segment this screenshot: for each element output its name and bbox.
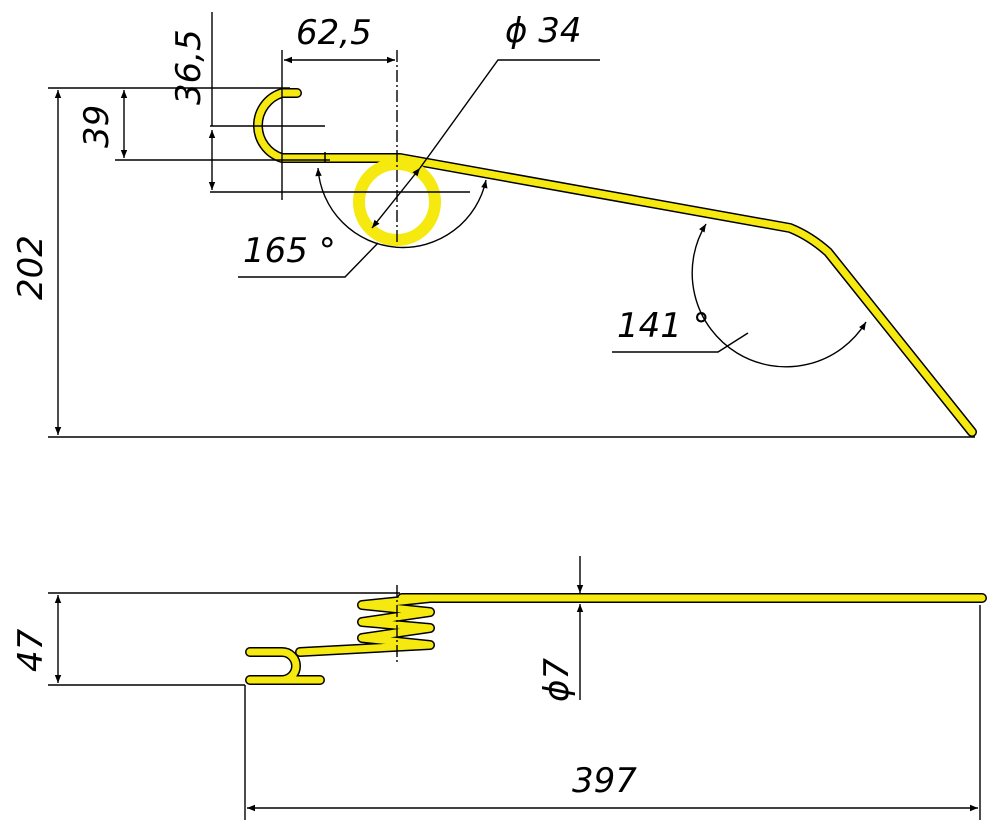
diameter-34-leader [419, 59, 600, 169]
dimension-36-5-label: 36,5 [169, 29, 209, 105]
dimension-diameter-34-label: ϕ 34 [505, 11, 582, 51]
side-view: 202 39 36,5 62,5 ϕ 34 165 ° 141 ° [11, 11, 977, 438]
dimension-397-label: 397 [572, 761, 637, 801]
dimension-39-label: 39 [77, 105, 117, 148]
angle-141-label: 141 ° [617, 306, 710, 346]
angle-165-label: 165 ° [243, 231, 336, 271]
spring-tine-side [252, 88, 977, 437]
dimension-202-label: 202 [11, 235, 51, 300]
spring-tine-top [245, 593, 987, 685]
angle-141-arc [691, 223, 867, 368]
angle-165-arc [315, 167, 488, 249]
dimension-62-5-label: 62,5 [296, 13, 372, 53]
dimension-diameter-7-label: ϕ7 [537, 658, 577, 702]
dimension-47-label: 47 [11, 628, 51, 672]
top-view: 47 ϕ7 397 [11, 556, 987, 820]
